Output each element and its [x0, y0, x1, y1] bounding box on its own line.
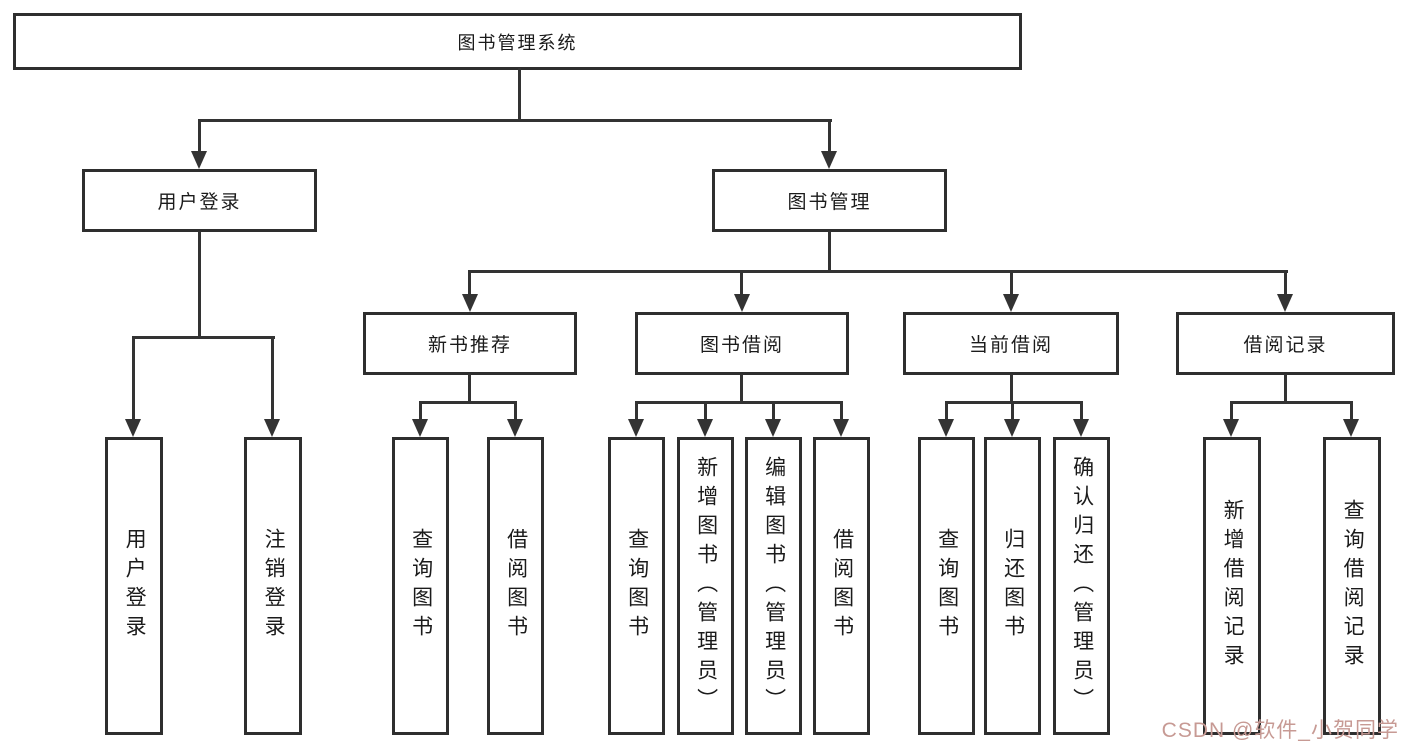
arrow-down-icon: [507, 419, 523, 437]
leaf-query-books-2: 查询图书: [608, 437, 665, 735]
connector-line: [271, 336, 274, 422]
node-label: 图书管理: [787, 192, 872, 213]
connector-line: [419, 401, 517, 404]
leaf-query-borrow-record: 查询借阅记录: [1323, 437, 1381, 735]
leaf-query-books-3: 查询图书: [918, 437, 975, 735]
node-label: 新增借阅记录: [1221, 499, 1245, 673]
node-label: 编辑图书（管理员）: [762, 455, 786, 717]
node-user-login: 用户登录: [82, 169, 317, 232]
connector-line: [1080, 401, 1083, 423]
connector-line: [419, 401, 422, 423]
arrow-down-icon: [125, 419, 141, 437]
arrow-down-icon: [412, 419, 428, 437]
arrow-down-icon: [1277, 294, 1293, 312]
leaf-add-book-admin: 新增图书（管理员）: [677, 437, 734, 735]
connector-line: [468, 270, 471, 298]
node-current-borrowing: 当前借阅: [903, 312, 1119, 375]
arrow-down-icon: [765, 419, 781, 437]
connector-line: [514, 401, 517, 423]
connector-line: [1284, 374, 1287, 404]
node-new-book-recommendation: 新书推荐: [363, 312, 577, 375]
node-borrowing-records: 借阅记录: [1176, 312, 1395, 375]
arrow-down-icon: [833, 419, 849, 437]
node-label: 查询图书: [625, 528, 649, 644]
node-label: 图书借阅: [699, 335, 784, 356]
connector-line: [1230, 401, 1353, 404]
arrow-down-icon: [628, 419, 644, 437]
arrow-down-icon: [1003, 294, 1019, 312]
connector-line: [1230, 401, 1233, 423]
node-label: 借阅图书: [830, 528, 854, 644]
connector-line: [740, 374, 743, 404]
arrow-down-icon: [1343, 419, 1359, 437]
leaf-add-borrow-record: 新增借阅记录: [1203, 437, 1261, 735]
node-book-management: 图书管理: [712, 169, 947, 232]
node-label: 当前借阅: [968, 335, 1053, 356]
connector-line: [198, 231, 201, 337]
connector-line: [132, 336, 275, 339]
arrow-down-icon: [1073, 419, 1089, 437]
leaf-borrow-books-1: 借阅图书: [487, 437, 544, 735]
connector-line: [468, 374, 471, 404]
arrow-down-icon: [697, 419, 713, 437]
arrow-down-icon: [462, 294, 478, 312]
node-library-management-system: 图书管理系统: [13, 13, 1022, 70]
node-book-borrowing: 图书借阅: [635, 312, 849, 375]
connector-line: [1284, 270, 1287, 298]
node-label: 确认归还（管理员）: [1070, 455, 1094, 717]
node-label: 归还图书: [1001, 528, 1025, 644]
csdn-watermark: CSDN @软件_小贺同学: [1161, 719, 1399, 742]
connector-line: [468, 270, 1288, 273]
node-label: 用户登录: [157, 192, 242, 213]
connector-line: [518, 68, 521, 122]
leaf-confirm-return-admin: 确认归还（管理员）: [1053, 437, 1110, 735]
arrow-down-icon: [821, 151, 837, 169]
connector-line: [772, 401, 775, 423]
connector-line: [635, 401, 638, 423]
connector-line: [945, 401, 1083, 404]
connector-line: [828, 231, 831, 273]
node-label: 借阅图书: [504, 528, 528, 644]
node-label: 借阅记录: [1243, 335, 1328, 356]
arrow-down-icon: [191, 151, 207, 169]
leaf-edit-book-admin: 编辑图书（管理员）: [745, 437, 802, 735]
arrow-down-icon: [1004, 419, 1020, 437]
arrow-down-icon: [264, 419, 280, 437]
connector-line: [1011, 401, 1014, 423]
node-label: 查询图书: [935, 528, 959, 644]
arrow-down-icon: [1223, 419, 1239, 437]
connector-line: [1010, 374, 1013, 404]
connector-line: [704, 401, 707, 423]
leaf-query-books-1: 查询图书: [392, 437, 449, 735]
node-label: 新书推荐: [427, 335, 512, 356]
leaf-return-book: 归还图书: [984, 437, 1041, 735]
node-label: 新增图书（管理员）: [694, 455, 718, 717]
connector-line: [1350, 401, 1353, 423]
leaf-logout: 注销登录: [244, 437, 302, 735]
connector-line: [840, 401, 843, 423]
connector-line: [945, 401, 948, 423]
connector-line: [828, 119, 831, 155]
leaf-borrow-books-2: 借阅图书: [813, 437, 870, 735]
node-label: 注销登录: [262, 528, 286, 644]
node-label: 用户登录: [123, 528, 147, 644]
connector-line: [198, 119, 832, 122]
arrow-down-icon: [734, 294, 750, 312]
arrow-down-icon: [938, 419, 954, 437]
node-label: 查询图书: [409, 528, 433, 644]
connector-line: [635, 401, 843, 404]
connector-line: [132, 336, 135, 422]
connector-line: [198, 119, 201, 155]
node-label: 查询借阅记录: [1341, 499, 1365, 673]
leaf-user-login: 用户登录: [105, 437, 163, 735]
connector-line: [740, 270, 743, 298]
connector-line: [1010, 270, 1013, 298]
node-label: 图书管理系统: [457, 32, 578, 53]
